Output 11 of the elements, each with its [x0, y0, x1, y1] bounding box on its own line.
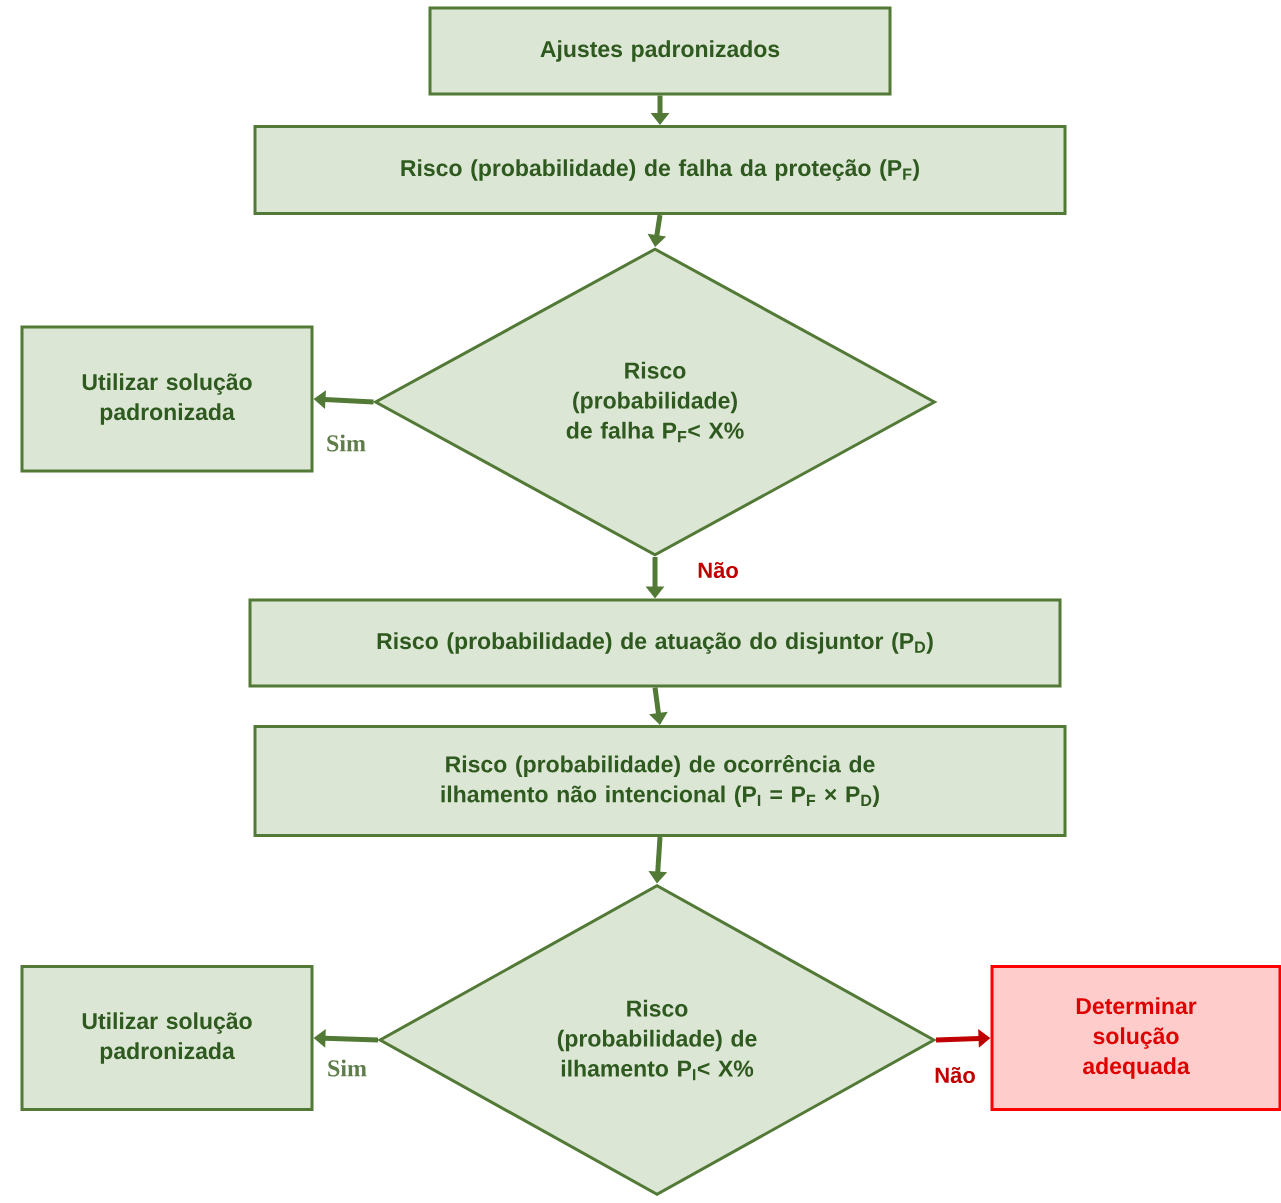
process-box: Risco (probabilidade) de atuação do disjuntor (P$_{D}$)	[248, 598, 1062, 688]
process-box: Utilizar solução padronizada	[20, 325, 314, 473]
process-box: Ajustes padronizados	[428, 6, 892, 96]
edge-label: Não	[698, 561, 738, 579]
process-box: Risco (probabilidade) de falha da proteção (P$_{F}$)	[253, 125, 1067, 215]
process-box: Risco (probabilidade) de ocorrência de ilhamento não intencional (P$_{I}$ = P$_{F}$ × P$_{D}$)	[253, 725, 1067, 837]
edge-label: Sim	[328, 1059, 367, 1077]
process-box: Determinar solução adequada	[990, 965, 1281, 1111]
edge-label: Não	[935, 1067, 975, 1084]
edge-label: Sim	[327, 434, 366, 452]
process-box: Utilizar solução padronizada	[20, 965, 314, 1111]
